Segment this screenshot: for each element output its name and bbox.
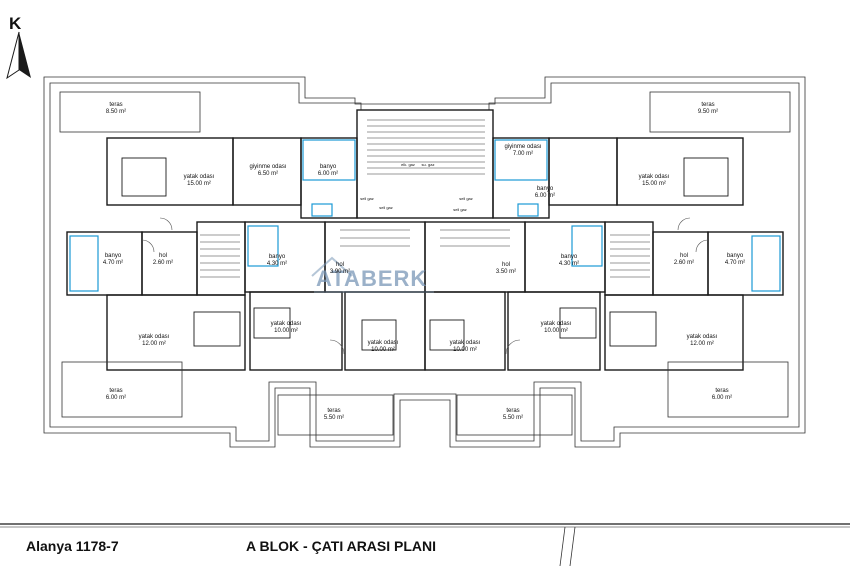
north-label: K (9, 14, 22, 33)
wet-areas (69, 139, 781, 292)
service-label: elk. gaz (401, 162, 415, 167)
service-label: su. gaz (421, 162, 435, 167)
floor-plan (43, 76, 806, 448)
title-block-frame (0, 523, 850, 566)
logo-mark-icon (311, 256, 434, 293)
service-label: sell gaz (459, 196, 473, 201)
walls (66, 109, 784, 371)
service-label: sell gaz (379, 205, 393, 210)
stairs (200, 119, 650, 278)
service-label: sell gaz (453, 207, 467, 212)
service-label: sell gaz (360, 196, 374, 201)
project-name: Alanya 1178-7 (26, 538, 119, 554)
sheet-title: A BLOK - ÇATI ARASI PLANI (246, 538, 437, 554)
logo-text: ATABERK (316, 266, 428, 291)
north-arrow-icon (6, 31, 31, 80)
beds (121, 157, 729, 351)
terrace-outlines (59, 91, 791, 436)
doors (141, 217, 709, 355)
